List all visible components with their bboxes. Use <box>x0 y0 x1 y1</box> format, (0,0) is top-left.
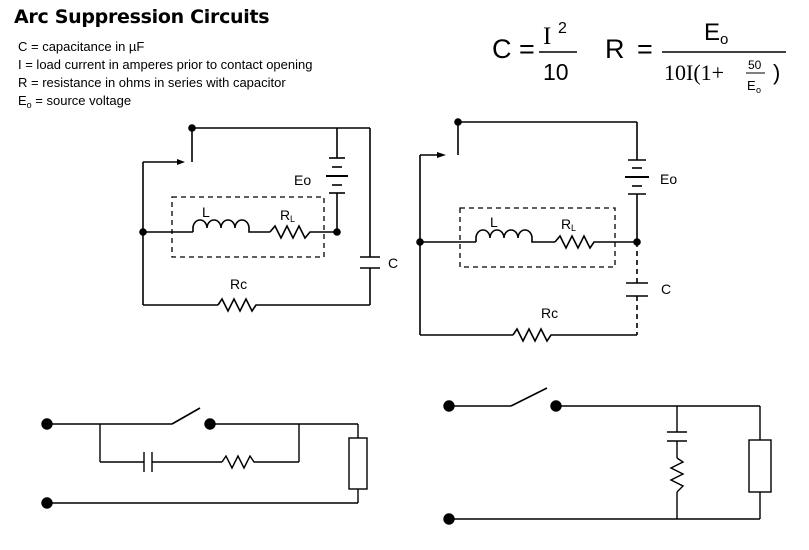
circuit-4-switch-contact <box>550 400 562 412</box>
formula-r-equals: = <box>637 34 653 64</box>
circuit-2-capacitor-label: C <box>661 281 671 297</box>
circuit-1-inductor <box>192 219 270 233</box>
formula-r-close-paren: ) <box>773 60 780 85</box>
circuit-2-series-resistor <box>512 327 577 343</box>
circuit-3-capacitor <box>143 452 153 472</box>
circuit-1-load-box <box>171 196 325 258</box>
circuit-1-node-right <box>333 228 341 236</box>
circuit-3-resistor <box>221 454 258 470</box>
formula-r-inner-denominator: E <box>747 78 756 93</box>
circuit-2-battery <box>625 159 649 195</box>
formula-c-exponent: 2 <box>558 20 567 37</box>
circuit-1-series-resistor <box>217 297 260 313</box>
circuit-1-load-resistor <box>269 224 337 240</box>
circuit-1-battery <box>326 157 348 194</box>
circuit-4-capacitor <box>667 431 687 442</box>
circuit-4-terminal-top <box>443 400 455 412</box>
circuit-2-capacitor <box>626 282 648 297</box>
formula-r-numerator-sub: o <box>720 31 728 48</box>
legend-capacitance: C = capacitance in µF <box>18 39 145 54</box>
circuit-1-capacitor-label: C <box>388 255 398 271</box>
circuit-3-wires <box>47 407 359 504</box>
formula-r-numerator: E <box>704 19 720 46</box>
circuit-2-series-resistor-label: Rc <box>541 305 558 321</box>
circuit-2-node-left <box>416 238 424 246</box>
circuit-4 <box>443 387 772 525</box>
circuit-2-load-resistor-sub: L <box>571 223 576 233</box>
circuit-2-wires <box>419 121 638 336</box>
formula-r-lhs: R <box>605 34 625 64</box>
formula-c-lhs: C = <box>492 34 535 64</box>
circuit-2-inductor <box>475 229 555 243</box>
circuit-2-load-resistor-label: R <box>561 216 571 232</box>
circuit-1-load-resistor-sub: L <box>290 214 295 224</box>
circuit-1-load-resistor-label: R <box>280 207 290 223</box>
circuit-1-series-resistor-label: Rc <box>230 276 247 292</box>
circuit-2-labels: Eo L R L C Rc <box>490 171 677 321</box>
legend-load-current: I = load current in amperes prior to con… <box>18 57 313 72</box>
circuit-3-switch-contact <box>204 418 216 430</box>
formula-c-numerator: I <box>543 23 551 50</box>
capacitance-formula: C = I 2 10 <box>492 20 577 85</box>
circuit-2-inductor-label: L <box>490 214 498 230</box>
circuit-2 <box>416 118 649 343</box>
circuit-2-node-right <box>633 238 641 246</box>
legend-resistance: R = resistance in ohms in series with ca… <box>18 75 286 90</box>
circuit-2-load-resistor <box>554 234 637 250</box>
circuit-1-source-label: Eo <box>294 172 311 188</box>
circuit-3 <box>41 407 368 509</box>
circuit-1 <box>139 124 380 313</box>
formula-r-denominator: 10I(1+ <box>664 60 724 85</box>
circuit-1-switch <box>143 159 185 165</box>
circuit-4-terminal-bottom <box>443 513 455 525</box>
circuit-3-terminal-bottom <box>41 497 53 509</box>
circuit-1-capacitor <box>360 256 380 269</box>
circuit-2-switch <box>420 152 446 158</box>
circuit-4-wires <box>449 387 761 520</box>
page-title: Arc Suppression Circuits <box>14 6 270 28</box>
resistance-formula: R = E o 10I(1+ 50 E o ) <box>605 19 786 95</box>
circuit-1-node-left <box>139 228 147 236</box>
formula-r-inner-denominator-sub: o <box>756 85 761 95</box>
circuit-2-source-label: Eo <box>660 171 677 187</box>
formula-c-denominator: 10 <box>543 59 569 85</box>
circuit-3-terminal-top <box>41 418 53 430</box>
circuit-4-load <box>748 439 772 493</box>
circuit-1-wires <box>142 127 371 306</box>
circuit-3-load <box>348 437 368 490</box>
circuit-1-labels: Eo L R L C Rc <box>202 172 398 292</box>
circuit-2-node-top <box>454 118 462 126</box>
circuit-4-resistor <box>669 457 685 493</box>
circuit-1-inductor-label: L <box>202 204 210 220</box>
circuit-2-load-box <box>459 207 616 268</box>
legend-source-voltage: Eo = source voltage <box>18 93 132 110</box>
variable-legend: C = capacitance in µF I = load current i… <box>18 38 312 110</box>
formula-r-inner-numerator: 50 <box>748 58 762 72</box>
circuit-1-node-top <box>188 124 196 132</box>
